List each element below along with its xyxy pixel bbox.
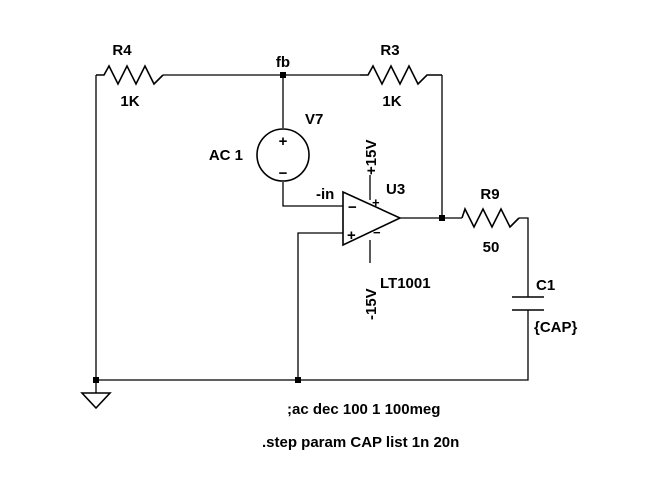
resistor-r9: R9 50 [461,186,520,256]
v7-minus-sign: − [279,165,288,182]
r3-value: 1K [382,93,401,110]
junctions [93,72,445,383]
opamp-vneg-label: -15V [363,288,380,320]
opamp-noninv-input-sign: + [347,227,356,244]
opamp-vpos-label: +15V [363,140,380,175]
c1-ref: C1 [536,277,555,294]
junction-fb [280,72,286,78]
wires [95,74,529,393]
voltage-source-v7: + − V7 AC 1 [209,111,324,182]
opamp-inv-input-sign: − [348,199,357,216]
opamp-vneg-pin-sign: − [373,225,381,240]
v7-value: AC 1 [209,147,243,164]
resistor-r4-zigzag [96,64,164,86]
resistor-r3: R3 1K [360,42,442,110]
opamp-vpos-pin-sign: + [372,195,380,210]
wire-v7-to-inv-input [282,182,343,207]
net-label-fb: fb [276,54,290,71]
junction-ground-left [93,377,99,383]
r9-ref: R9 [480,186,499,203]
v7-ref: V7 [305,111,323,128]
net-label-inv-in: -in [316,186,334,203]
opamp-ref: U3 [386,181,405,198]
capacitor-c1: C1 {CAP} [512,277,578,336]
ground-icon [80,392,112,410]
resistor-r4: R4 1K [96,42,164,110]
r3-ref: R3 [380,42,399,59]
r4-value: 1K [120,93,139,110]
r4-ref: R4 [112,42,132,59]
resistor-r9-zigzag [461,206,520,229]
opamp-u3: − + + − U3 LT1001 +15V -15V [342,140,431,320]
r9-value: 50 [483,239,500,256]
v7-plus-sign: + [279,133,288,150]
opamp-triangle [342,190,402,247]
c1-value: {CAP} [534,319,578,336]
directive-step: .step param CAP list 1n 20n [262,434,459,451]
wire-ground-rail [96,310,529,381]
junction-output [439,215,445,221]
junction-ground-mid [295,377,301,383]
directive-ac: ;ac dec 100 1 100meg [287,401,440,418]
v7-circle [256,128,310,182]
opamp-model: LT1001 [380,275,431,292]
wire-plus-input-to-ground [297,232,343,380]
wire-r9-to-c1 [519,217,529,297]
resistor-r3-zigzag [360,64,442,86]
